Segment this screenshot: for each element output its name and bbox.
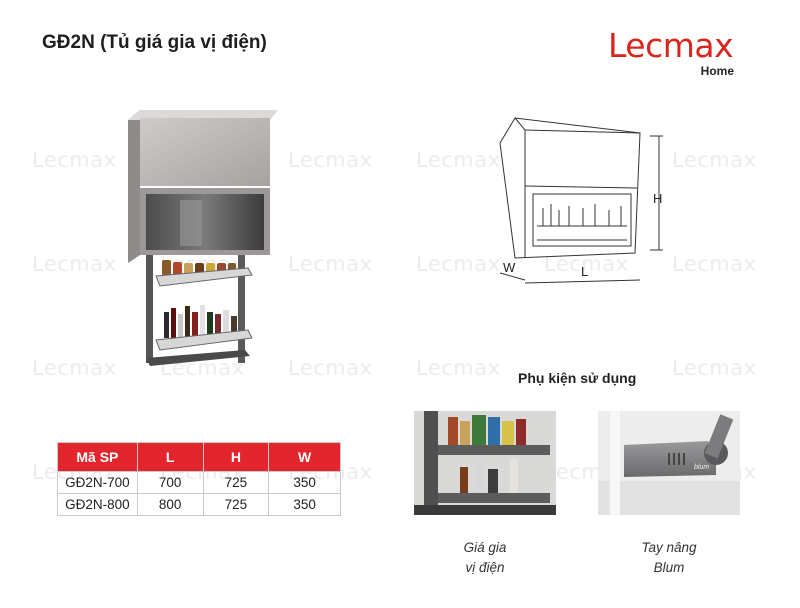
spec-table: Mã SP L H W GĐ2N-700 700 725 350 GĐ2N-80…: [57, 442, 341, 516]
spec-cell-width: 350: [268, 471, 341, 494]
spec-header-height: H: [202, 442, 270, 472]
watermark-text: Lecmax: [288, 252, 373, 276]
watermark-text: Lecmax: [32, 356, 117, 380]
page-title: GĐ2N (Tủ giá gia vị điện): [42, 32, 267, 53]
caption-line: Tay nâng: [641, 540, 697, 555]
dimension-label-w: W: [503, 260, 516, 275]
spec-cell-height: 725: [202, 471, 270, 494]
accessory-caption-blum-lift: Tay nâng Blum: [598, 538, 740, 578]
cabinet-product-image: [128, 110, 278, 366]
rack-upper-shelf: [155, 267, 253, 287]
accessory-photo-spice-rack: [414, 411, 556, 515]
caption-line: Blum: [653, 560, 685, 575]
cabinet-side-panel: [128, 110, 140, 263]
bottles: [164, 305, 237, 338]
brand-logo-wordmark: Lecmax: [608, 26, 734, 65]
spec-cell-width: 350: [268, 493, 341, 516]
caption-line: Giá gia: [463, 540, 507, 555]
spec-header-length: L: [136, 442, 204, 472]
brand-logo: Lecmax Home: [608, 26, 748, 82]
accessory-photo-blum-lift: blum: [598, 411, 740, 515]
rack-post-right: [238, 255, 245, 363]
table-row: GĐ2N-800 800 725 350: [57, 493, 341, 516]
table-row: GĐ2N-700 700 725 350: [57, 471, 341, 494]
dimension-label-h: H: [653, 191, 662, 206]
rack-post-left: [146, 255, 153, 363]
caption-line: vị điện: [465, 560, 505, 575]
rack-base: [146, 350, 250, 366]
watermark-text: Lecmax: [672, 356, 757, 380]
spec-table-header-row: Mã SP L H W: [57, 442, 341, 472]
watermark-text: Lecmax: [32, 252, 117, 276]
spec-cell-code: GĐ2N-800: [57, 493, 138, 516]
spec-cell-code: GĐ2N-700: [57, 471, 138, 494]
watermark-text: Lecmax: [288, 148, 373, 172]
watermark-text: Lecmax: [288, 356, 373, 380]
cabinet-top: [128, 110, 278, 120]
spec-cell-length: 700: [136, 471, 204, 494]
brand-logo-subtitle: Home: [700, 64, 734, 78]
cabinet-glass-reflection: [180, 200, 202, 246]
cabinet-upper-door: [140, 118, 270, 186]
spec-cell-length: 800: [136, 493, 204, 516]
dimension-diagram: H W L: [499, 117, 663, 284]
spec-header-width: W: [268, 442, 341, 472]
rack-lower-shelf: [155, 329, 253, 351]
spec-header-code: Mã SP: [57, 442, 138, 472]
lift-brand-text: blum: [694, 464, 709, 471]
watermark-text: Lecmax: [416, 356, 501, 380]
cabinet-glass-door: [146, 194, 264, 250]
watermark-text: Lecmax: [32, 148, 117, 172]
spec-cell-height: 725: [202, 493, 270, 516]
accessory-caption-spice-rack: Giá gia vị điện: [414, 538, 556, 578]
dimension-label-l: L: [581, 264, 588, 279]
accessories-heading: Phụ kiện sử dụng: [518, 370, 637, 386]
